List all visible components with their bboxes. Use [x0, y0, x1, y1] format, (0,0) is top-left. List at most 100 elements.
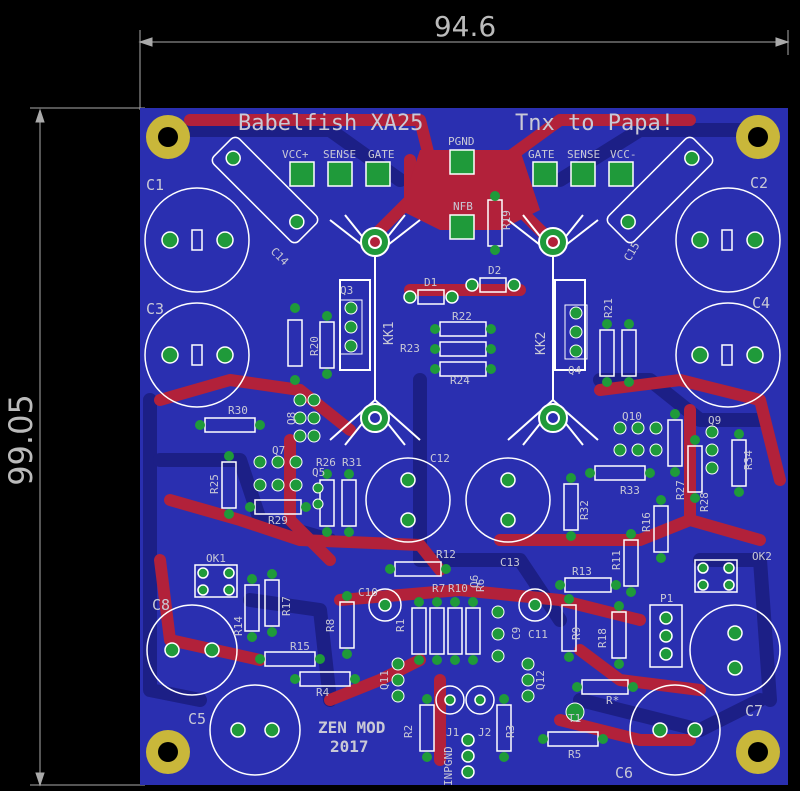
- label-r34: R34: [742, 450, 755, 470]
- width-dimension: 94.6: [434, 10, 496, 43]
- label-q5: Q5: [312, 466, 325, 479]
- transistor-q12: [521, 657, 535, 703]
- label-pgnd: PGND: [448, 135, 475, 148]
- resistor-r1: [411, 607, 427, 655]
- label-r26: R26: [316, 456, 336, 469]
- footer-line-2: 2017: [330, 737, 369, 756]
- resistor-r16: [653, 505, 669, 553]
- pad-gate-right: [532, 161, 558, 187]
- trimmer-p1: [649, 604, 683, 668]
- electrolytic-capacitors: [144, 187, 781, 776]
- label-r13: R13: [572, 565, 592, 578]
- transistor-q4: [564, 304, 588, 360]
- capacitor-c3: [144, 302, 250, 408]
- label-r28: R28: [698, 492, 711, 512]
- resistor-r8: [339, 601, 355, 649]
- label-r18: R18: [596, 628, 609, 648]
- dimension-annotations: [30, 30, 790, 787]
- label-r32: R32: [578, 500, 591, 520]
- label-r5: R5: [568, 748, 581, 761]
- label-r24: R24: [450, 374, 470, 387]
- label-r10: R10: [448, 582, 468, 595]
- diodes: [403, 277, 521, 305]
- jack-j1: [435, 685, 465, 715]
- label-q9: Q9: [708, 414, 721, 427]
- capacitor-c2: [675, 187, 781, 293]
- capacitor-c15: [606, 136, 714, 244]
- label-c7: C7: [745, 702, 763, 720]
- transistor-q10: [613, 421, 663, 457]
- label-r4: R4: [316, 686, 330, 699]
- label-j2: J2: [478, 726, 491, 739]
- label-c13: C13: [500, 556, 520, 569]
- label-r33: R33: [620, 484, 640, 497]
- capacitor-c14: [211, 136, 319, 244]
- resistor-r27: [667, 419, 683, 467]
- transistor-q3: [339, 299, 363, 355]
- resistor-r25: [221, 461, 237, 509]
- heatsink-kk2: [507, 214, 599, 446]
- diode-d1: [403, 289, 459, 305]
- pad-sense-right: [570, 161, 596, 187]
- resistor-r31: [341, 479, 357, 527]
- transistor-q6: [491, 605, 505, 663]
- transistors: [253, 299, 719, 722]
- capacitor-c12: [365, 457, 451, 543]
- label-r22: R22: [452, 310, 472, 323]
- optocoupler-ok1: [194, 564, 238, 598]
- label-r19: R19: [500, 210, 513, 230]
- capacitor-c1: [144, 187, 250, 293]
- label-r14: R14: [232, 616, 245, 636]
- label-c11: C11: [528, 628, 548, 641]
- misc-components: [194, 559, 738, 779]
- transistor-q8: [293, 393, 321, 443]
- capacitor-c7: [689, 604, 781, 696]
- resistor-r6: [465, 607, 481, 655]
- label-sense-left: SENSE: [323, 148, 356, 161]
- label-c6: C6: [615, 764, 633, 782]
- label-q12: Q12: [534, 670, 547, 690]
- label-gate-left: GATE: [368, 148, 395, 161]
- label-r9: R9: [570, 627, 583, 640]
- resistor-r21: [599, 329, 615, 377]
- resistor-r3: [496, 704, 512, 752]
- capacitor-c5: [209, 684, 301, 776]
- label-r3: R3: [504, 725, 517, 738]
- label-r1: R1: [394, 619, 407, 632]
- pad-pgnd: [449, 149, 475, 175]
- label-d2: D2: [488, 264, 501, 277]
- capacitor-c6: [629, 684, 721, 776]
- label-kk1: KK1: [382, 322, 397, 345]
- label-p1: P1: [660, 592, 673, 605]
- label-r21: R21: [602, 298, 615, 318]
- resistor-r9: [561, 604, 577, 652]
- capacitor-c4: [675, 302, 781, 408]
- label-c10: C10: [358, 586, 378, 599]
- label-kk2: KK2: [534, 332, 549, 355]
- label-r23: R23: [400, 342, 420, 355]
- footer-line-1: ZEN MOD: [318, 718, 385, 737]
- resistor-r32: [563, 483, 579, 531]
- resistor-r11: [623, 539, 639, 587]
- label-c2: C2: [750, 174, 768, 192]
- label-r6: R6: [474, 579, 487, 592]
- heatsink-kk1: [329, 214, 421, 446]
- label-c9: C9: [510, 627, 523, 640]
- capacitor-c10: [368, 588, 402, 622]
- board-title: Babelfish XA25: [238, 111, 423, 136]
- label-r29: R29: [268, 514, 288, 527]
- pad-vcc-minus: [608, 161, 634, 187]
- pad-gate-left: [365, 161, 391, 187]
- label-sense-right: SENSE: [567, 148, 600, 161]
- label-r31: R31: [342, 456, 362, 469]
- film-capacitors: [211, 136, 714, 244]
- transistor-q5: [312, 482, 324, 510]
- label-ok1: OK1: [206, 552, 226, 565]
- label-q7: Q7: [272, 444, 285, 457]
- mount-hole-top-left: [146, 115, 190, 159]
- resistor-r17: [264, 579, 280, 627]
- transistor-q9: [705, 425, 719, 475]
- label-c3: C3: [146, 300, 164, 318]
- capacitor-c8: [146, 604, 238, 696]
- resistor-r34: [731, 439, 747, 487]
